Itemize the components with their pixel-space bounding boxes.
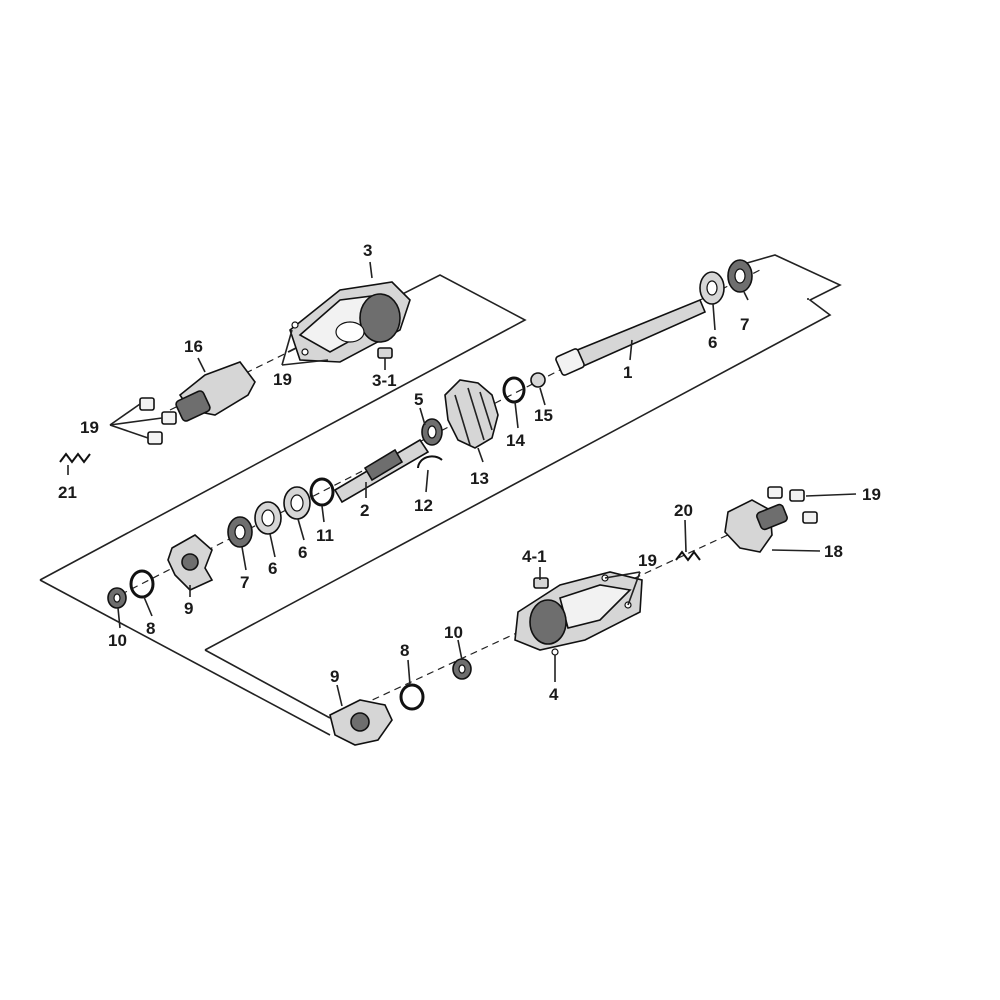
callout-19-right: 19 [862,485,881,504]
callout-19-upper: 19 [273,370,292,389]
callout-21: 21 [58,483,77,502]
callout-18: 18 [824,542,843,561]
flange-part-9-lower [329,699,393,746]
washer-part-8-upper [129,569,155,599]
callout-11: 11 [316,526,334,545]
callout-6-low: 6 [268,559,277,578]
shaft-part-1 [555,298,707,376]
housing-part-3 [289,281,411,363]
washer-part-14 [502,376,526,404]
callout-8-upper: 8 [146,619,155,638]
callout-19-lower: 19 [638,551,657,570]
plug-part-3-1 [377,347,393,359]
callout-3: 3 [363,241,372,260]
bolts-part-19-left [139,397,177,445]
spring-part-20 [675,550,701,562]
callout-14: 14 [506,431,525,450]
washer-part-11 [309,477,335,507]
lower-group-frame-left [204,649,331,719]
washer-part-8-lower [399,683,425,711]
leader-lines [67,261,857,707]
callout-10-upper: 10 [108,631,127,650]
gear-part-13 [444,379,499,449]
lower-group-frame [204,254,842,651]
callout-2: 2 [360,501,369,520]
circlip-part-12 [417,455,443,469]
callout-19-left: 19 [80,418,99,437]
nut-part-10-lower [452,658,472,680]
cover-part-16 [175,361,256,422]
callout-10-lower: 10 [444,623,463,642]
nut-part-15 [530,372,546,388]
callout-16: 16 [184,337,203,356]
callout-8-lower: 8 [400,641,409,660]
callout-20: 20 [674,501,693,520]
bearing-part-6-mid [283,486,311,520]
upper-group-frame-left [39,579,331,736]
callout-9-lower: 9 [330,667,339,686]
bearing-part-6-low [254,501,282,535]
seal-part-7-top [727,259,753,293]
callout-13: 13 [470,469,489,488]
cover-part-18 [724,499,788,553]
housing-part-4 [514,571,643,656]
bearing-part-6-top [699,271,725,305]
callout-4-1: 4-1 [522,547,547,566]
spring-part-21 [59,452,91,464]
callout-7-top: 7 [740,315,749,334]
bearing-part-5 [421,418,443,446]
flange-part-9-upper [167,534,214,591]
callout-6-mid: 6 [298,543,307,562]
nut-part-10-upper [107,587,127,609]
plug-part-4-1 [533,577,549,589]
callout-3-1: 3-1 [372,371,397,390]
callout-6-top: 6 [708,333,717,352]
callout-1: 1 [623,363,632,382]
bolts-part-19-right [767,486,818,524]
seal-part-7-mid [227,516,253,548]
pinion-shaft-part-2 [333,438,430,504]
callout-4: 4 [549,685,559,704]
callout-9-upper: 9 [184,599,193,618]
callout-7-mid: 7 [240,573,249,592]
callout-5: 5 [414,390,423,409]
callout-12: 12 [414,496,433,515]
callout-15: 15 [534,406,553,425]
